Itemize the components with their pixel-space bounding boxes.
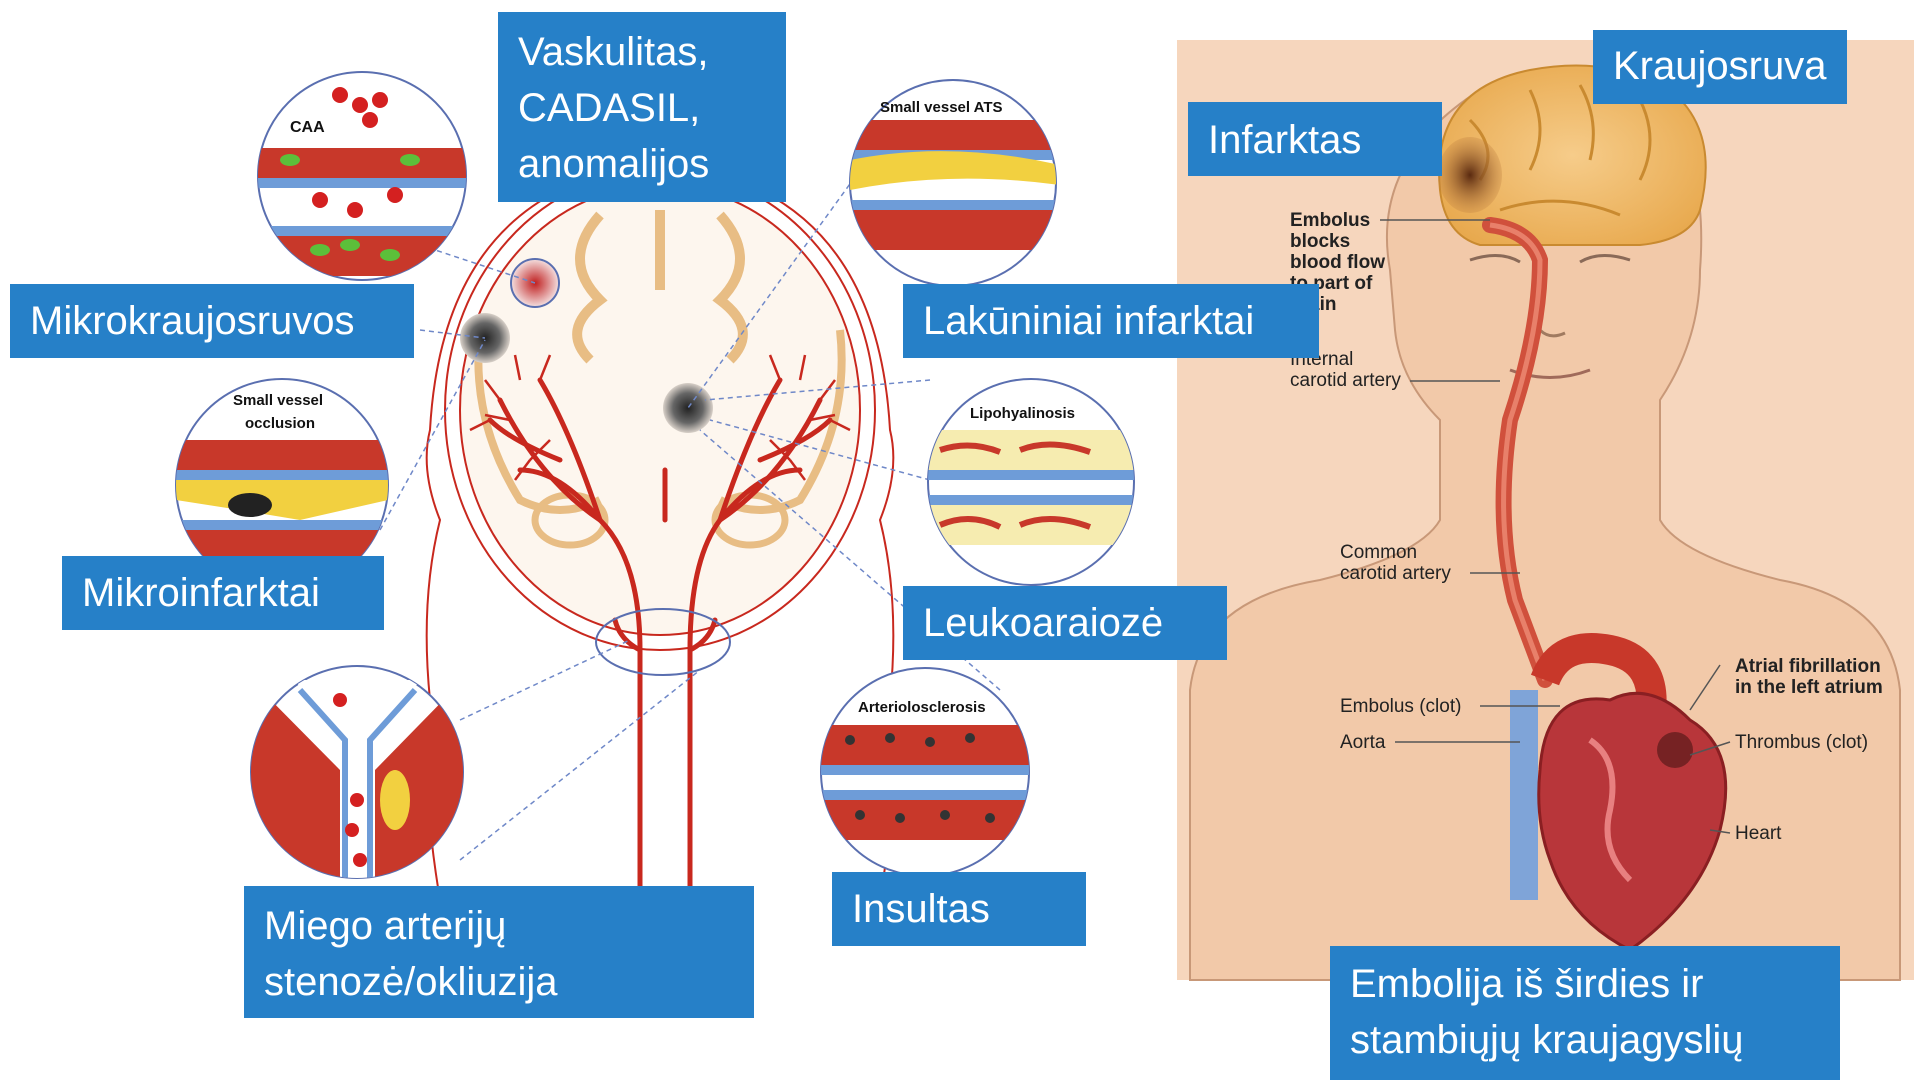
label-embolus-blocks-2: blocks <box>1290 231 1350 252</box>
callout-kraujosruva: Kraujosruva <box>1593 30 1847 104</box>
label-atrial-1: Atrial fibrillation <box>1735 656 1881 677</box>
inset-art-label: Arteriolosclerosis <box>858 699 986 716</box>
callout-leukoaraioze: Leukoaraiozė <box>903 586 1227 660</box>
label-thrombus: Thrombus (clot) <box>1735 732 1868 753</box>
inset-svo-label-1: Small vessel <box>233 392 323 409</box>
callout-miego: Miego arterijų stenozė/okliuzija <box>244 886 754 1018</box>
inset-caa-label: CAA <box>290 119 325 136</box>
label-embolus-clot: Embolus (clot) <box>1340 696 1461 717</box>
label-embolus-blocks-3: blood flow <box>1290 252 1385 273</box>
callout-mikroinfarktai: Mikroinfarktai <box>62 556 384 630</box>
callout-lakuniniai: Lakūniniai infarktai <box>903 284 1319 358</box>
inset-svo-label-2: occlusion <box>245 415 315 432</box>
inset-arteriolosclerosis: Arteriolosclerosis <box>821 668 1029 876</box>
label-embolus-blocks-1: Embolus <box>1290 210 1370 231</box>
callout-infarktas: Infarktas <box>1188 102 1442 176</box>
body-illustration: Embolus blocks blood flow to part of bra… <box>1177 40 1914 980</box>
label-internal-2: carotid artery <box>1290 370 1401 391</box>
callout-vaskulitas: Vaskulitas, CADASIL, anomalijos <box>498 12 786 202</box>
label-common-1: Common <box>1340 542 1417 563</box>
inset-lip-label: Lipohyalinosis <box>970 405 1075 422</box>
inset-sva-label: Small vessel ATS <box>880 99 1003 116</box>
callout-insultas: Insultas <box>832 872 1086 946</box>
label-aorta: Aorta <box>1340 732 1386 753</box>
inset-caa: CAA <box>258 72 468 280</box>
inset-lipohyalinosis: Lipohyalinosis <box>928 379 1134 585</box>
label-heart: Heart <box>1735 823 1782 844</box>
label-atrial-2: in the left atrium <box>1735 677 1883 698</box>
callout-mikrokraujosruvos: Mikrokraujosruvos <box>10 284 414 358</box>
inset-small-vessel-ats: Small vessel ATS <box>850 80 1060 286</box>
label-common-2: carotid artery <box>1340 563 1451 584</box>
callout-embolija: Embolija iš širdies ir stambiųjų kraujag… <box>1330 946 1840 1080</box>
inset-carotid <box>251 666 463 880</box>
